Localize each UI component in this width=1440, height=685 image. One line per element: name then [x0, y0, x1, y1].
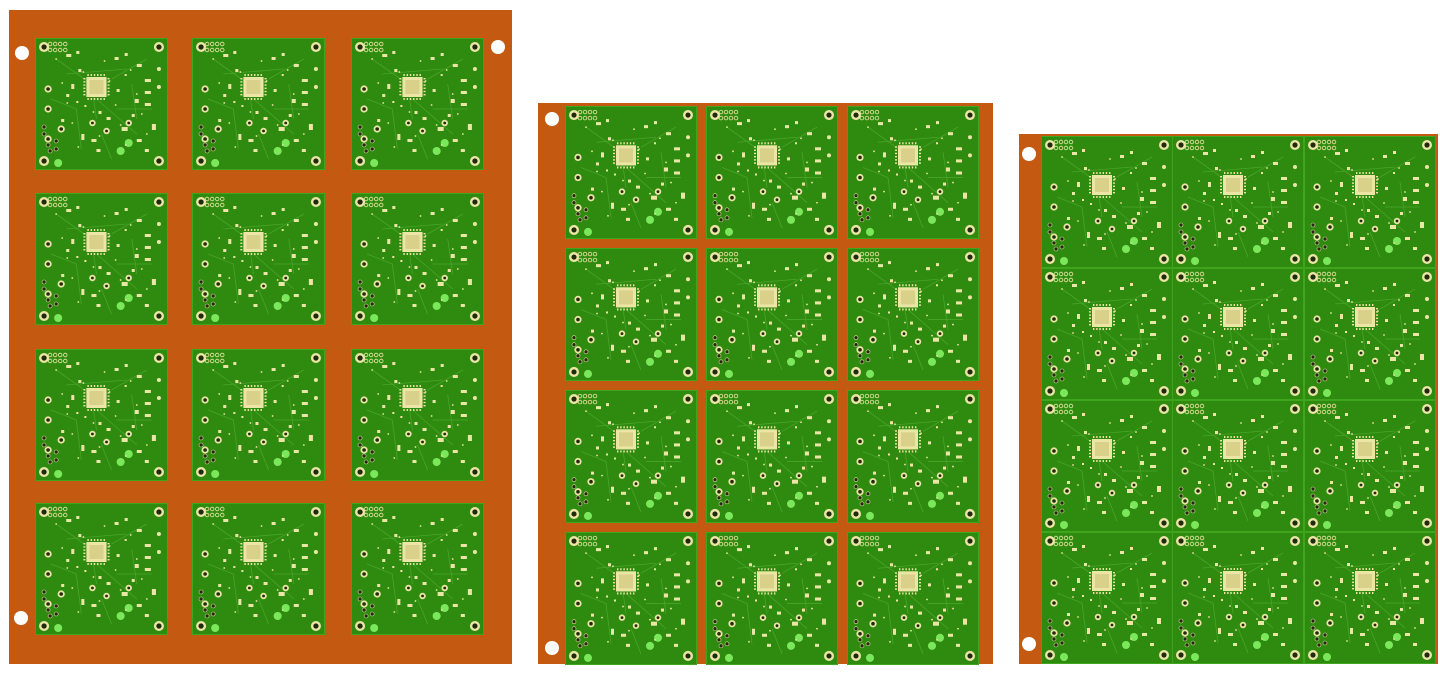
pcb-panel-spaced: [9, 10, 512, 664]
pcb-board: [847, 248, 979, 381]
pcb-board: [35, 349, 168, 481]
tooling-hole: [1022, 637, 1036, 651]
pcb-board: [1172, 532, 1304, 664]
pcb-board: [192, 38, 325, 170]
pcb-board: [706, 532, 838, 665]
tooling-hole: [545, 641, 559, 655]
pcb-board: [1304, 532, 1436, 664]
tooling-hole: [491, 40, 505, 54]
pcb-board: [706, 248, 838, 381]
tooling-hole: [545, 112, 559, 126]
pcb-board: [35, 193, 168, 325]
pcb-board: [1172, 400, 1304, 532]
pcb-board: [351, 349, 484, 481]
pcb-board: [192, 503, 325, 635]
pcb-board: [1172, 136, 1304, 268]
pcb-board: [1304, 268, 1436, 400]
pcb-board: [1172, 268, 1304, 400]
pcb-board: [35, 38, 168, 170]
pcb-panel-tight: [1019, 134, 1438, 664]
pcb-board: [565, 106, 697, 239]
pcb-board: [706, 106, 838, 239]
pcb-board: [1041, 136, 1173, 268]
pcb-board: [351, 38, 484, 170]
pcb-board: [565, 248, 697, 381]
pcb-board: [847, 390, 979, 523]
pcb-board: [565, 532, 697, 665]
pcb-board: [1041, 268, 1173, 400]
pcb-board: [1041, 532, 1173, 664]
pcb-board: [1304, 136, 1436, 268]
pcb-board: [351, 193, 484, 325]
pcb-board: [847, 532, 979, 665]
pcb-board: [351, 503, 484, 635]
pcb-panel-rails-left-right: [538, 103, 993, 665]
pcb-board: [192, 349, 325, 481]
pcb-board: [35, 503, 168, 635]
pcb-board: [847, 106, 979, 239]
tooling-hole: [14, 611, 28, 625]
pcb-board: [192, 193, 325, 325]
tooling-hole: [15, 46, 29, 60]
pcb-board: [565, 390, 697, 523]
pcb-board: [706, 390, 838, 523]
tooling-hole: [1022, 147, 1036, 161]
pcb-board: [1041, 400, 1173, 532]
pcb-board: [1304, 400, 1436, 532]
